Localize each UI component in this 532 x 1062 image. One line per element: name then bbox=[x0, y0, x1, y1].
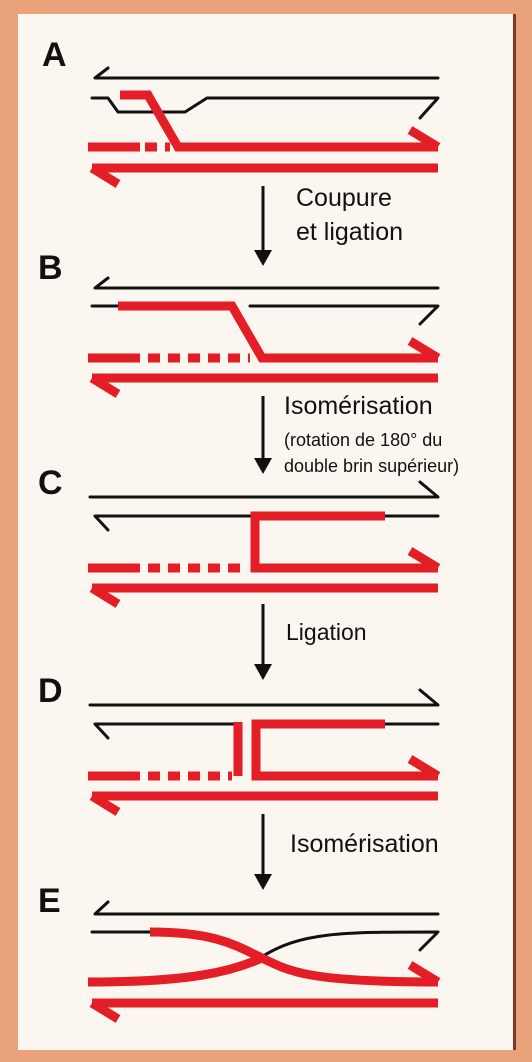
panel-label-a: A bbox=[42, 36, 67, 74]
step-3-line-1: Ligation bbox=[286, 619, 367, 645]
b-red-lower-arrowhead bbox=[89, 374, 121, 398]
step-arrow-4 bbox=[254, 814, 272, 890]
c-top-strand bbox=[88, 480, 440, 499]
step-2-line-1: Isomérisation bbox=[284, 392, 433, 420]
step-2-line-3: double brin supérieur) bbox=[284, 456, 459, 476]
a-red-lower-arrowhead bbox=[89, 164, 121, 188]
e-red-lower-arrowhead bbox=[89, 999, 121, 1023]
c-red-arrowhead bbox=[407, 547, 441, 572]
b-red-crossing-strand bbox=[118, 301, 438, 363]
b-red-arrowhead bbox=[407, 337, 441, 362]
panel-b bbox=[88, 276, 441, 398]
panel-c bbox=[88, 480, 441, 608]
e-red-crossing-strand-1 bbox=[149, 927, 439, 987]
c-second-strand-left bbox=[93, 514, 252, 532]
b-second-strand-right bbox=[248, 304, 440, 326]
step-arrow-2 bbox=[254, 396, 272, 474]
panel-label-b: B bbox=[38, 249, 63, 287]
e-top-strand bbox=[93, 900, 440, 916]
step-2-line-2: (rotation de 180° du bbox=[284, 430, 442, 450]
c-red-hook-strand bbox=[250, 511, 438, 573]
d-second-strand-left bbox=[93, 722, 238, 740]
a-red-crossing-strand bbox=[120, 90, 438, 152]
a-red-arrowhead bbox=[407, 126, 441, 151]
d-top-strand bbox=[88, 688, 440, 707]
d-red-lower-arrowhead bbox=[89, 792, 121, 816]
panel-label-c: C bbox=[38, 464, 63, 502]
panel-a bbox=[88, 66, 441, 188]
step-arrow-3 bbox=[254, 604, 272, 680]
panel-label-e: E bbox=[38, 882, 61, 920]
d-red-hook-strand bbox=[251, 719, 438, 781]
e-second-strand-right bbox=[258, 930, 440, 960]
d-red-arrowhead bbox=[407, 755, 441, 780]
step-1-line-2: et ligation bbox=[296, 218, 403, 246]
step-arrow-1 bbox=[254, 186, 272, 266]
b-top-strand bbox=[93, 276, 440, 290]
e-red-crossing-strand-2 bbox=[87, 953, 264, 987]
panel-d bbox=[88, 688, 441, 816]
e-red-arrowhead bbox=[407, 961, 441, 986]
step-1-line-1: Coupure bbox=[296, 184, 392, 212]
panel-label-d: D bbox=[38, 672, 63, 710]
step-4-line-1: Isomérisation bbox=[290, 830, 439, 858]
c-red-lower-arrowhead bbox=[89, 584, 121, 608]
a-second-strand bbox=[90, 96, 440, 120]
panel-e bbox=[87, 900, 441, 1023]
a-top-strand bbox=[93, 66, 440, 80]
